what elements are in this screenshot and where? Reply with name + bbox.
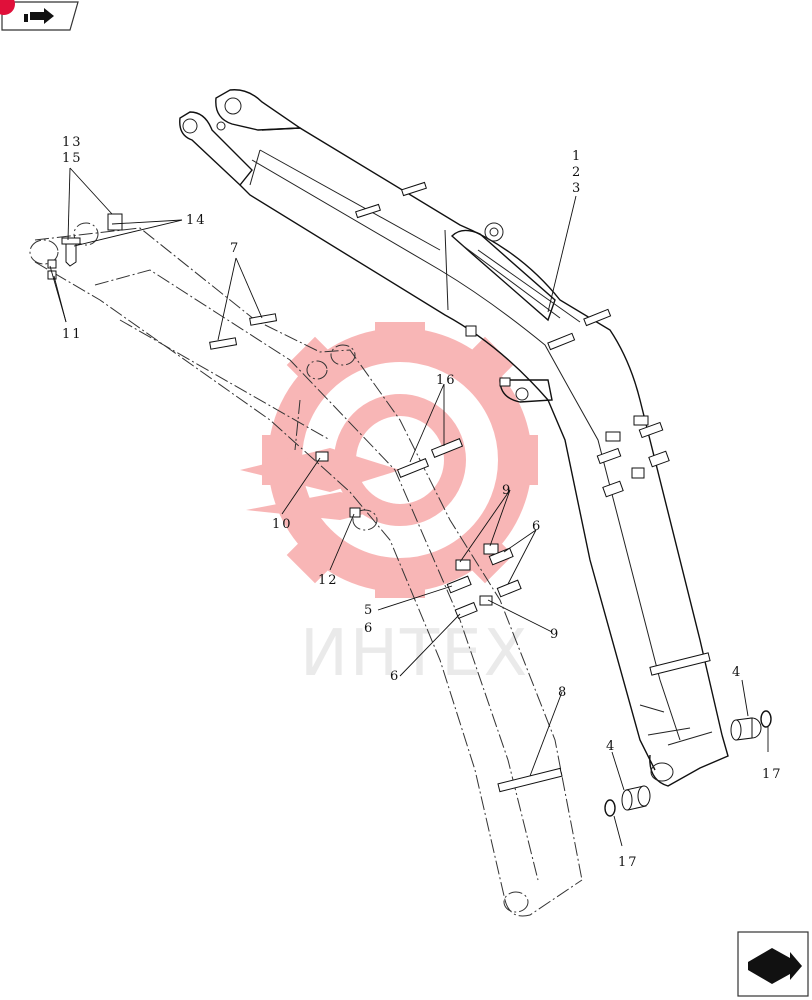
prev-page-button[interactable] [0, 0, 79, 31]
callout-9-top: 9 [502, 483, 512, 498]
ring-17-left [604, 799, 616, 817]
callout-3: 3 [572, 181, 582, 196]
callout-8: 8 [558, 685, 568, 700]
callout-17-left: 17 [618, 855, 639, 870]
callout-7: 7 [230, 241, 240, 256]
callout-2: 2 [572, 165, 582, 180]
callout-17-right: 17 [762, 767, 783, 782]
callout-4-right: 4 [732, 665, 742, 680]
callout-9-bottom: 9 [550, 627, 560, 642]
bushing-4-left [621, 785, 651, 811]
callout-6-bottom: 6 [390, 669, 400, 684]
ring-17-right [760, 710, 772, 728]
red-badge-icon [0, 0, 15, 15]
main-boom [179, 89, 729, 787]
callout-5: 5 [364, 603, 374, 618]
callout-4-left: 4 [606, 739, 616, 754]
callout-15: 15 [62, 151, 83, 166]
leader-lines [49, 167, 769, 847]
callout-6-top: 6 [532, 519, 542, 534]
callout-1: 1 [572, 149, 582, 164]
watermark-text: ИНТЕХ [300, 617, 529, 691]
bushing-4-right [730, 717, 762, 741]
phantom-boom [29, 222, 583, 917]
callout-12: 12 [318, 573, 339, 588]
callout-16: 16 [436, 373, 457, 388]
prev-page-arrow-icon [24, 8, 54, 24]
callout-14: 14 [186, 213, 207, 228]
watermark-logo: ИНТЕХ [240, 322, 538, 691]
callout-labels: 1 2 3 4 17 4 17 13 15 14 11 7 16 10 12 9… [62, 135, 783, 870]
phantom-boom-parts [47, 213, 563, 793]
callout-13: 13 [62, 135, 83, 150]
next-page-arrow-icon [748, 948, 802, 984]
callout-11: 11 [62, 327, 83, 342]
callout-10: 10 [272, 517, 293, 532]
callout-6-mid: 6 [364, 621, 374, 636]
next-page-button[interactable] [737, 931, 809, 997]
